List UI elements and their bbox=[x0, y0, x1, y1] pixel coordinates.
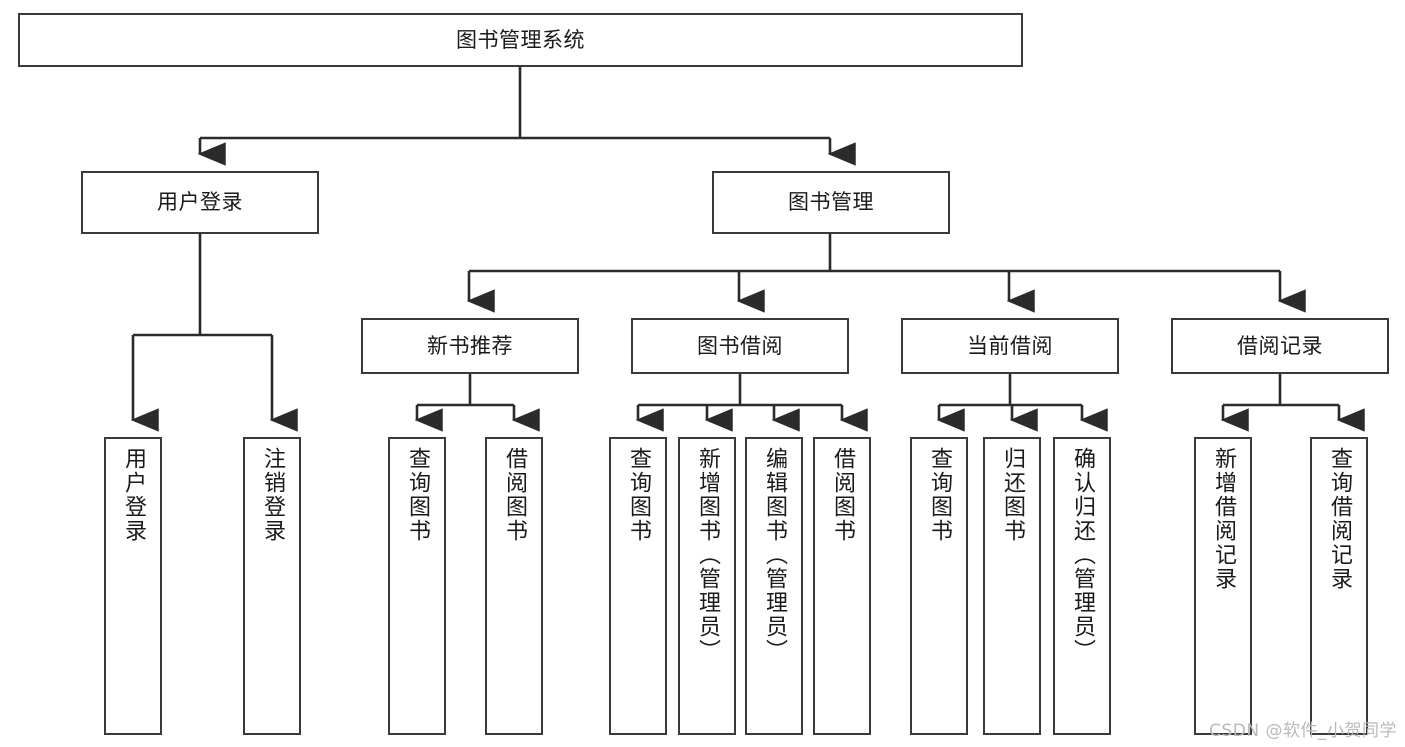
leaf-node[interactable]: 借阅图书 bbox=[485, 437, 543, 735]
leaf-node[interactable]: 查询图书 bbox=[388, 437, 446, 735]
node-user-login[interactable]: 用户登录 bbox=[81, 171, 319, 234]
leaf-node-label: 借阅图书 bbox=[830, 447, 855, 543]
leaf-node-label: 查询借阅记录 bbox=[1327, 447, 1352, 591]
node-new-book-recommend[interactable]: 新书推荐 bbox=[361, 318, 579, 374]
leaf-node[interactable]: 编辑图书（管理员） bbox=[745, 437, 803, 735]
node-user-login-label: 用户登录 bbox=[157, 190, 243, 215]
leaf-node-label: 查询图书 bbox=[405, 447, 430, 543]
leaf-node-label: 确认归还（管理员） bbox=[1070, 447, 1095, 663]
node-book-manage-label: 图书管理 bbox=[788, 190, 874, 215]
leaf-node-label: 新增图书（管理员） bbox=[695, 447, 720, 663]
node-book-borrow-label: 图书借阅 bbox=[697, 333, 783, 358]
leaf-node-label: 用户登录 bbox=[121, 447, 146, 543]
leaf-node[interactable]: 新增图书（管理员） bbox=[678, 437, 736, 735]
node-borrow-record[interactable]: 借阅记录 bbox=[1171, 318, 1389, 374]
leaf-node[interactable]: 借阅图书 bbox=[813, 437, 871, 735]
leaf-node-label: 查询图书 bbox=[927, 447, 952, 543]
leaf-node-label: 注销登录 bbox=[260, 447, 285, 543]
node-book-manage[interactable]: 图书管理 bbox=[712, 171, 950, 234]
leaf-node-label: 编辑图书（管理员） bbox=[762, 447, 787, 663]
leaf-node[interactable]: 确认归还（管理员） bbox=[1053, 437, 1111, 735]
node-borrow-record-label: 借阅记录 bbox=[1237, 333, 1323, 358]
leaf-node-label: 查询图书 bbox=[626, 447, 651, 543]
leaf-node-label: 借阅图书 bbox=[502, 447, 527, 543]
leaf-node-label: 归还图书 bbox=[1000, 447, 1025, 543]
node-current-borrow-label: 当前借阅 bbox=[967, 333, 1053, 358]
leaf-node[interactable]: 归还图书 bbox=[983, 437, 1041, 735]
leaf-node[interactable]: 查询图书 bbox=[609, 437, 667, 735]
node-new-book-recommend-label: 新书推荐 bbox=[427, 333, 513, 358]
node-root[interactable]: 图书管理系统 bbox=[18, 13, 1023, 67]
leaf-node-label: 新增借阅记录 bbox=[1211, 447, 1236, 591]
node-book-borrow[interactable]: 图书借阅 bbox=[631, 318, 849, 374]
leaf-node[interactable]: 注销登录 bbox=[243, 437, 301, 735]
node-current-borrow[interactable]: 当前借阅 bbox=[901, 318, 1119, 374]
leaf-node[interactable]: 新增借阅记录 bbox=[1194, 437, 1252, 735]
leaf-node[interactable]: 用户登录 bbox=[104, 437, 162, 735]
node-root-label: 图书管理系统 bbox=[456, 27, 585, 52]
leaf-node[interactable]: 查询借阅记录 bbox=[1310, 437, 1368, 735]
watermark: CSDN @软件_小贺同学 bbox=[1209, 721, 1397, 741]
leaf-node[interactable]: 查询图书 bbox=[910, 437, 968, 735]
